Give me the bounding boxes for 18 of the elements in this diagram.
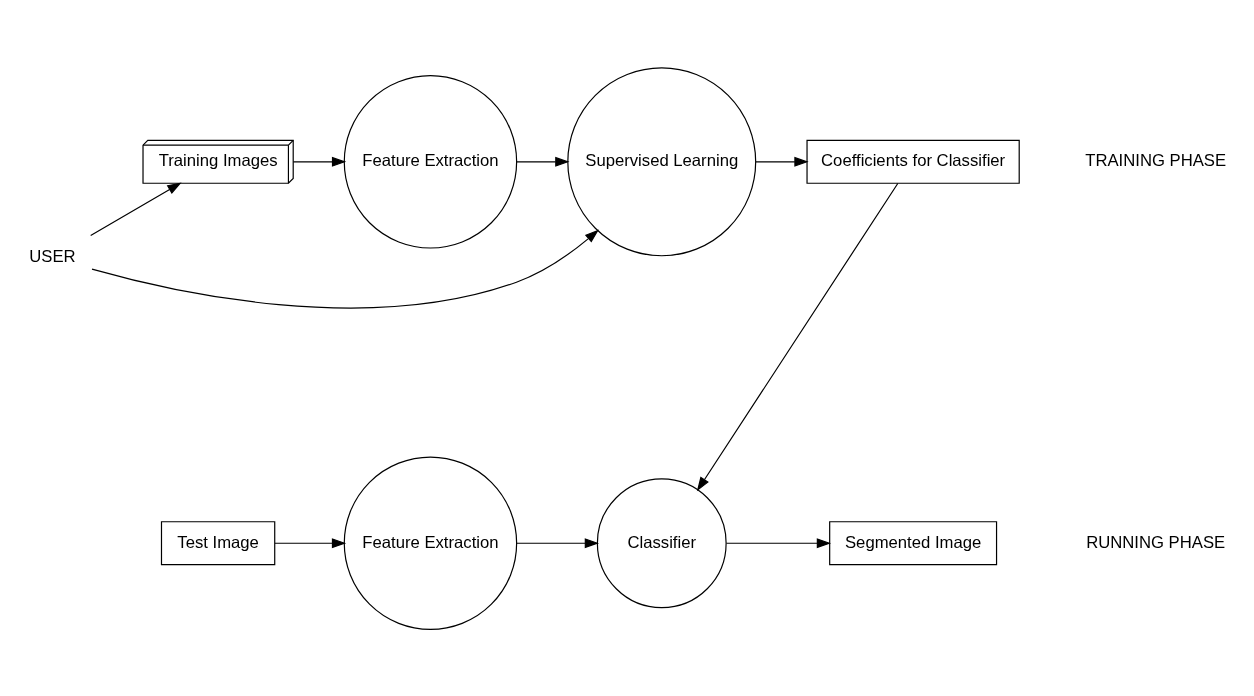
node-circle: Supervised Learning [567, 66, 757, 256]
arrow [515, 156, 570, 167]
node-circle: Feature Extraction [343, 455, 518, 630]
arrow [274, 537, 347, 548]
arrow [515, 537, 600, 548]
arrow [292, 156, 347, 167]
node-box: Test Image [160, 520, 276, 565]
node-box: Segmented Image [829, 520, 998, 565]
node-box: Coefficients for Classifier [806, 139, 1020, 184]
arrow [90, 181, 182, 236]
node-circle: Feature Extraction [343, 74, 518, 249]
arrow [725, 537, 832, 548]
label: TRAINING PHASE [1085, 150, 1227, 170]
arrow [755, 156, 809, 167]
arrow [91, 228, 599, 309]
label: RUNNING PHASE [1086, 532, 1226, 552]
node-text: USER [29, 246, 76, 266]
arrow [696, 182, 899, 491]
